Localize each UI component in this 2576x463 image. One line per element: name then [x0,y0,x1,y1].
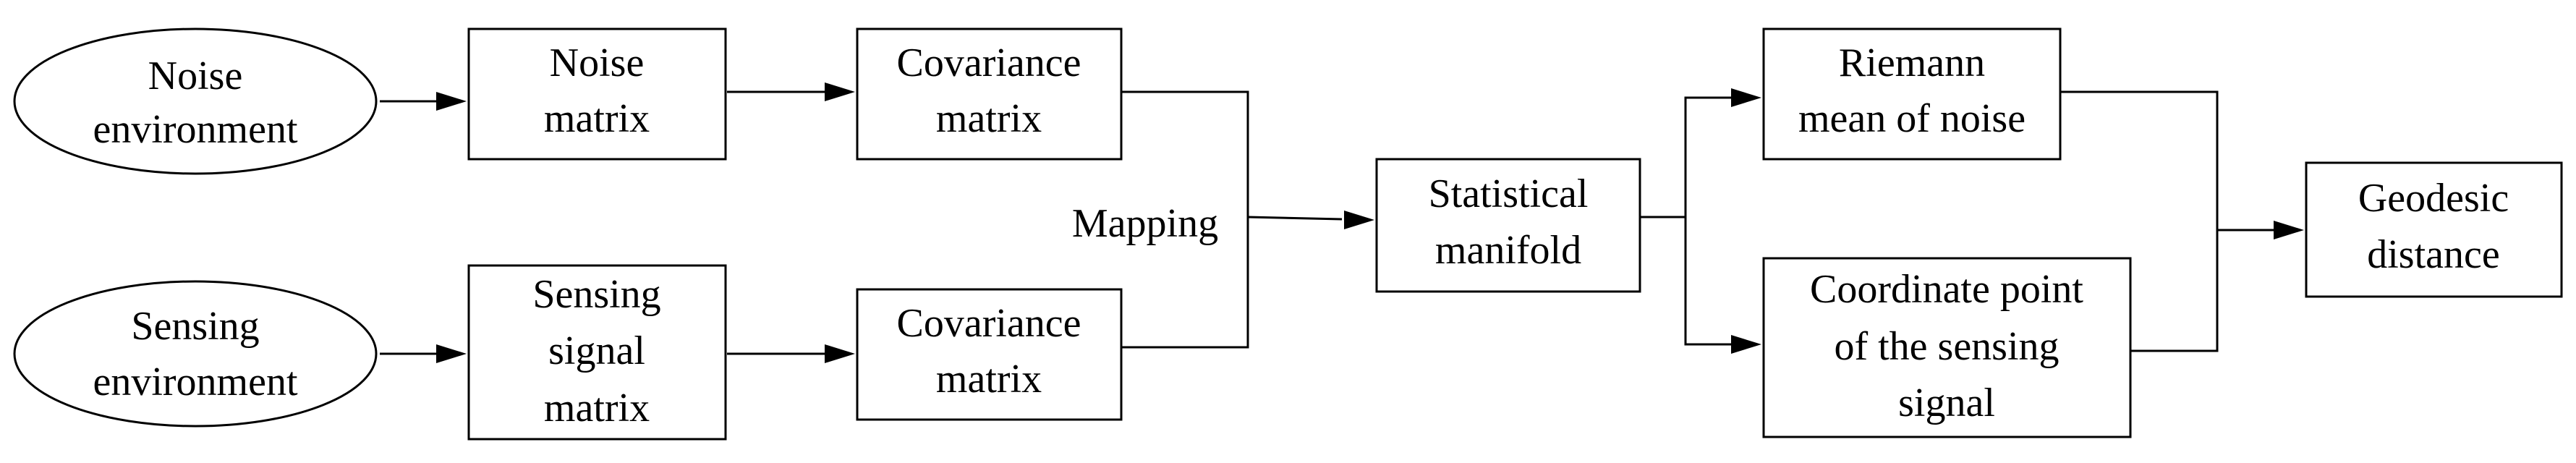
noise-environment-line-2: environment [93,107,297,152]
arrow-mapping-to-manifold [1247,216,1343,221]
arrowhead-noise-matrix [436,92,467,111]
arrowhead-geodesic [2274,221,2304,239]
arrowhead-riemann [1731,88,1761,107]
node-noise-matrix: Noise matrix [467,27,727,161]
sensing-signal-matrix-line-1: Sensing [532,272,660,317]
noise-matrix-line-2: matrix [544,96,650,141]
noise-matrix-line-1: Noise [550,41,645,85]
sensing-environment-line-1: Sensing [131,304,259,349]
geodesic-distance-line-1: Geodesic [2358,176,2509,221]
wire-riemann-merge [2060,90,2219,232]
riemann-mean-line-1: Riemann [1839,41,1985,85]
covariance-bottom-line-2: matrix [936,357,1042,402]
mapping-label: Mapping [1072,201,1218,246]
coordinate-point-line-2: of the sensing [1834,324,2059,369]
arrowhead-signal-matrix [436,344,467,363]
node-covariance-matrix-top: Covariance matrix [856,27,1123,161]
node-geodesic-distance: Geodesic distance [2305,161,2563,298]
sensing-environment-line-2: environment [93,360,297,404]
covariance-top-line-1: Covariance [897,41,1081,85]
node-covariance-matrix-bottom: Covariance matrix [856,288,1123,421]
statistical-manifold-line-2: manifold [1435,228,1581,273]
coordinate-point-line-1: Coordinate point [1810,267,2083,312]
node-noise-environment: Noise environment [13,27,378,175]
connectors [380,90,2279,355]
covariance-bottom-line-1: Covariance [897,301,1081,346]
arrow-manifold-to-riemann [1684,96,1736,217]
geodesic-distance-line-2: distance [2367,232,2499,277]
arrow-manifold-to-coordinate [1684,217,1736,346]
arrowhead-coordinate [1731,335,1761,354]
wire-coordinate-merge [2130,229,2219,352]
arrowheads [436,82,2304,363]
riemann-mean-line-2: mean of noise [1798,96,2025,141]
node-riemann-mean: Riemann mean of noise [1762,27,2062,161]
node-sensing-signal-matrix: Sensing signal matrix [467,264,727,441]
wire-covariance-top-merge [1121,90,1249,220]
noise-environment-line-1: Noise [148,54,243,98]
arrowhead-covariance-top [825,82,855,101]
node-coordinate-point: Coordinate point of the sensing signal [1762,257,2132,438]
covariance-top-line-2: matrix [936,96,1042,141]
wire-covariance-bottom-merge [1121,217,1249,349]
statistical-manifold-line-1: Statistical [1429,171,1589,216]
arrowhead-covariance-bottom [825,344,855,363]
sensing-signal-matrix-line-2: signal [548,328,645,373]
node-sensing-environment: Sensing environment [13,280,378,428]
arrowhead-manifold [1344,211,1374,229]
coordinate-point-line-3: signal [1898,381,1995,425]
node-statistical-manifold: Statistical manifold [1375,158,1641,293]
sensing-signal-matrix-line-3: matrix [544,386,650,430]
